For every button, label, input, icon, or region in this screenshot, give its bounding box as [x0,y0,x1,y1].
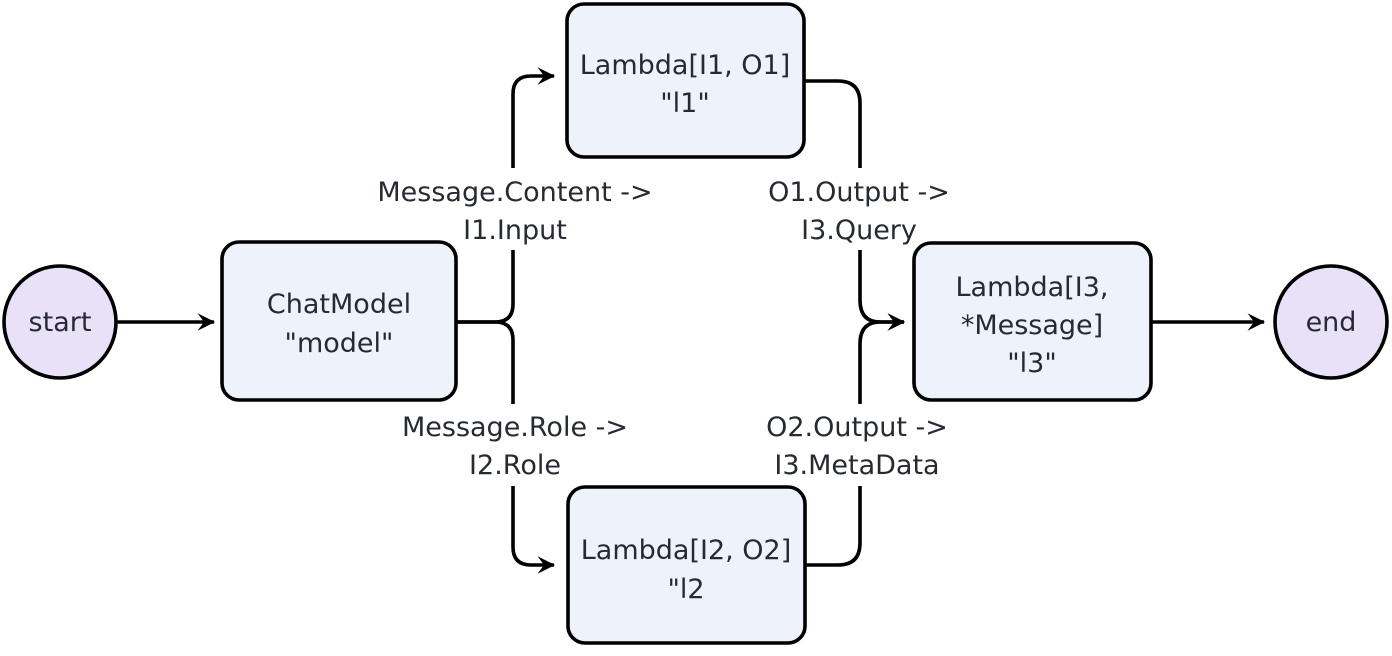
edge-label-l1-to-l3: O1.Output -> I3.Query [768,168,952,250]
node-box [565,2,806,159]
node-label-line: "l1" [660,88,710,119]
node-label-line: ChatModel [267,289,411,320]
edge-label-model-to-l2: Message.Role -> I2.Role [398,404,632,486]
node-label-line: Lambda[I1, O1] [580,50,791,81]
edge-label-line: I1.Input [463,215,567,246]
edge-label-line: O1.Output -> [768,177,950,208]
start-circle [2,264,118,380]
node-lambda-l1: Lambda[I1, O1] "l1" [565,2,806,159]
edge-label-line: I3.Query [801,215,917,246]
edge-label-l2-to-l3: O2.Output -> I3.MetaData [762,404,958,486]
edge-label-line: Message.Content -> [377,177,652,208]
edge-label-line: I3.MetaData [774,450,939,481]
node-label-line: Lambda[I3, [956,272,1109,303]
edge-label-model-to-l1: Message.Content -> I1.Input [377,168,653,250]
node-label-line: "model" [285,328,394,359]
node-chatmodel: ChatModel "model" [220,240,458,402]
edge-label-bg [398,404,632,486]
end-circle [1273,264,1389,380]
node-box [220,240,458,402]
edge-label-bg [768,168,952,250]
edge-label-line: Message.Role -> [402,412,628,443]
node-lambda-l3: Lambda[I3, *Message] "l3" [912,241,1153,402]
node-layer: start ChatModel "model" Lambda[I1, O1] "… [2,2,1389,645]
node-label: start [29,307,92,338]
node-label-line: "l3" [1007,348,1057,379]
node-start: start [2,264,118,380]
edge-label-bg [382,168,648,250]
node-end: end [1273,264,1389,380]
node-label-line: "l2 [667,574,704,605]
edge-label-layer: Message.Content -> I1.Input O1.Output ->… [377,168,958,486]
node-lambda-l2: Lambda[I2, O2] "l2 [566,485,807,645]
node-label: end [1306,307,1357,338]
edge-label-line: I2.Role [469,450,561,481]
edge-label-bg [762,404,958,486]
edge-label-line: O2.Output -> [766,412,948,443]
node-box [566,485,807,645]
node-label-line: Lambda[I2, O2] [581,535,792,566]
node-label-line: *Message] [961,310,1103,341]
node-box [912,241,1153,402]
